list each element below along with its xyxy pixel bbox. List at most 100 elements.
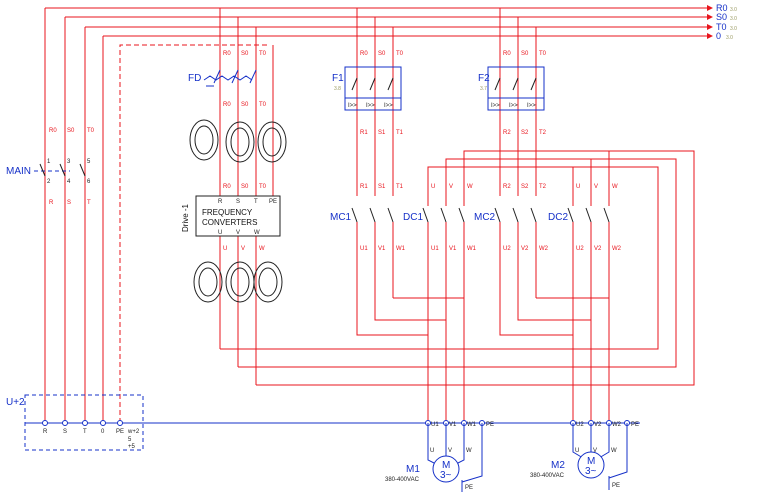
main-switch: MAIN R0 S0 T0 1 3 5 2 4 6 R S T — [6, 128, 95, 206]
main-top-t0: T0 — [87, 128, 95, 134]
fd-switch: FD R0 S0 T0 R0 S0 T0 — [188, 51, 267, 108]
busbar-r0-label: R0 — [716, 3, 728, 13]
drive-term-s: S — [236, 199, 240, 205]
tb-m2-pe: PE — [631, 422, 639, 428]
f1-trip-3: I>> — [384, 103, 393, 109]
contactor-dc1: DC1 U V W U1 V1 W1 — [356, 184, 477, 423]
fd-top-r0: R0 — [223, 51, 231, 57]
m2-term-u: U — [575, 448, 579, 454]
tb-term-0: 0 — [101, 429, 105, 435]
m2-rating: 380-400VAC — [530, 473, 565, 479]
drive-term-w: W — [254, 230, 260, 236]
main-bottom-s: S — [67, 200, 71, 206]
fd-bottom-s0: S0 — [241, 102, 249, 108]
tb-note-1: w+2 — [127, 429, 140, 435]
drive-in-t0: T0 — [259, 184, 267, 190]
mc2-bottom-1: V2 — [521, 246, 529, 252]
dc2-bottom-2: W2 — [612, 246, 622, 252]
dc2-top-2: W — [612, 184, 618, 190]
main-pole-2: 2 — [47, 179, 51, 185]
drive-side-label: Drive -1 — [181, 203, 190, 232]
main-pole-3: 3 — [67, 159, 71, 165]
breaker-f1: R0 S0 T0 F1 3.8 I>> I>> I>> R1 S1 T1 — [332, 8, 404, 196]
dc1-top-1: V — [449, 184, 453, 190]
frequency-converter: R0 S0 T0 R S T PE FREQUENCY CONVERTERS U… — [181, 184, 281, 252]
drive-term-u: U — [218, 230, 222, 236]
f1-bottom-t1: T1 — [396, 130, 404, 136]
motor-m2: U V W M 3~ M2 380-400VAC PE — [530, 423, 628, 490]
f1-label: F1 — [332, 73, 344, 84]
drive-term-r: R — [218, 199, 223, 205]
tb-term-s: S — [63, 429, 67, 435]
mc2-bottom-0: U2 — [503, 246, 511, 252]
fd-bottom-r0: R0 — [223, 102, 231, 108]
tb-note-3: +5 — [128, 444, 136, 450]
m1-term-u: U — [430, 448, 434, 454]
main-label: MAIN — [6, 166, 31, 177]
m1-label: M1 — [406, 464, 420, 475]
fd-top-s0: S0 — [241, 51, 249, 57]
f2-ref: 3.7 — [480, 86, 487, 92]
busbar-t0-ref: 3.0 — [730, 26, 737, 32]
busbar-t0-label: T0 — [716, 22, 727, 32]
dc1-bottom-2: W1 — [467, 246, 477, 252]
f1-trip-2: I>> — [366, 103, 375, 109]
mc1-top-2: T1 — [396, 184, 404, 190]
busbar-s0-ref: 3.0 — [730, 16, 737, 22]
tb-note-2: 5 — [128, 437, 132, 443]
m2-term-w: W — [611, 448, 617, 454]
main-feeders — [44, 8, 270, 423]
dc2-top-0: U — [576, 184, 580, 190]
main-pole-4: 4 — [67, 179, 71, 185]
drive-title-line1: FREQUENCY — [202, 208, 253, 217]
tb-m1-pe: PE — [486, 422, 494, 428]
m1-term-w: W — [466, 448, 472, 454]
tb-m2-u2: U2 — [576, 422, 584, 428]
dc2-top-1: V — [594, 184, 598, 190]
tb-m1-u1: U1 — [431, 422, 439, 428]
busbar-s0-label: S0 — [716, 12, 727, 22]
mc1-bottom-1: V1 — [378, 246, 386, 252]
contactor-mc2: MC2 R2 S2 T2 U2 V2 W2 — [474, 184, 549, 325]
f1-top-r0: R0 — [360, 51, 368, 57]
terminal-block: U+2 R S T 0 PE w+2 5 +5 U1 V1 W1 PE — [6, 394, 640, 451]
dc1-top-2: W — [467, 184, 473, 190]
m1-terminals: U1 V1 W1 PE — [425, 420, 494, 428]
breaker-f2: R0 S0 T0 F2 3.7 I>> I>> I>> R2 S2 T2 — [478, 8, 547, 196]
f1-ref: 3.8 — [334, 86, 341, 92]
drive-column-wires — [219, 8, 274, 385]
m2-terminals: U2 V2 W2 PE — [570, 420, 639, 428]
m2-label: M2 — [551, 460, 565, 471]
m2-term-v: V — [593, 448, 597, 454]
drive-term-t: T — [254, 199, 258, 205]
main-bottom-t: T — [87, 200, 91, 206]
f1-bottom-r1: R1 — [360, 130, 368, 136]
f2-top-s0: S0 — [521, 51, 529, 57]
tb-m2-v2: V2 — [594, 422, 602, 428]
mc2-top-2: T2 — [539, 184, 547, 190]
tb-m2-w2: W2 — [612, 422, 622, 428]
drive-in-s0: S0 — [241, 184, 249, 190]
dc2-bottom-0: U2 — [576, 246, 584, 252]
input-reactor-icon — [189, 119, 287, 163]
drive-term-pe: PE — [269, 199, 277, 205]
mc2-bottom-2: W2 — [539, 246, 549, 252]
drive-term-v: V — [236, 230, 240, 236]
tb-m1-v1: V1 — [449, 422, 457, 428]
tb-term-pe: PE — [116, 429, 124, 435]
busbar-r0-ref: 3.0 — [730, 7, 737, 13]
busbar-0-label: 0 — [716, 31, 721, 41]
f1-top-t0: T0 — [396, 51, 404, 57]
tb-term-t: T — [83, 429, 87, 435]
f2-trip-2: I>> — [509, 103, 518, 109]
drive-in-r0: R0 — [223, 184, 231, 190]
mc2-top-0: R2 — [503, 184, 511, 190]
f1-bottom-s1: S1 — [378, 130, 386, 136]
mc1-top-1: S1 — [378, 184, 386, 190]
f1-trip-1: I>> — [348, 103, 357, 109]
f2-bottom-t2: T2 — [539, 130, 547, 136]
main-pole-5: 5 — [87, 159, 91, 165]
main-bottom-r: R — [49, 200, 54, 206]
f2-top-r0: R0 — [503, 51, 511, 57]
